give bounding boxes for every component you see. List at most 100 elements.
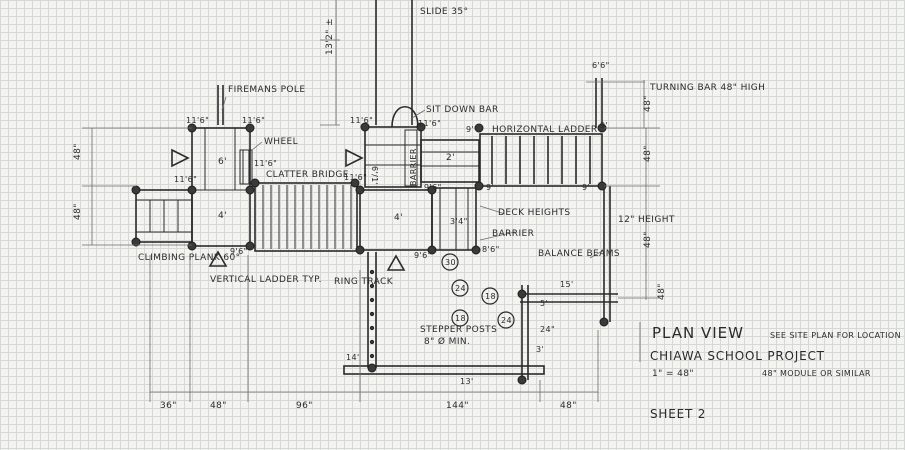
dh-7: 11'6" — [344, 173, 367, 182]
side-dim-right-lowest: 48" — [657, 283, 667, 300]
post — [416, 122, 426, 132]
post — [245, 241, 255, 251]
stepper-4 — [451, 309, 469, 327]
post — [474, 181, 484, 191]
post — [471, 245, 481, 255]
dh-5: 11'6" — [254, 159, 277, 168]
dh-18: 3' — [536, 345, 544, 354]
title-sheet: SHEET 2 — [650, 407, 706, 421]
post — [427, 185, 437, 195]
post — [427, 245, 437, 255]
deck-d: 2' — [446, 153, 455, 163]
label-slide: SLIDE 35° — [420, 7, 468, 17]
deck-a: 6' — [218, 157, 227, 167]
dh-3: 11'6" — [350, 116, 373, 125]
post — [355, 185, 365, 195]
post — [245, 185, 255, 195]
label-stepper-posts: STEPPER POSTS — [420, 325, 497, 335]
post — [367, 363, 377, 373]
turning-bar — [595, 78, 603, 128]
label-vertical-ladder: VERTICAL LADDER TYP. — [210, 275, 322, 285]
post — [187, 241, 197, 251]
stepper-posts — [441, 253, 515, 329]
dh-10: 9'6" — [424, 183, 442, 192]
title-project: CHIAWA SCHOOL PROJECT — [650, 349, 825, 363]
label-firemans-line: FIREMANS POLE — [228, 85, 305, 95]
side-dim-left-top: 48" — [73, 143, 83, 160]
stepper-label-4: 18 — [455, 314, 466, 323]
title-plan-view: PLAN VIEW — [652, 324, 744, 342]
side-dim-right-mid: 48" — [643, 145, 653, 162]
label-barrier: BARRIER — [492, 229, 534, 239]
dh-9: 9'6" — [414, 251, 432, 260]
dh-2: 11'6" — [242, 116, 265, 125]
ring-dot — [369, 353, 375, 359]
label-12-height: 12" HEIGHT — [618, 215, 675, 225]
dh-13: 9' — [600, 121, 608, 130]
label-clatter-bridge: CLATTER BRIDGE — [266, 170, 349, 180]
post — [517, 375, 527, 385]
side-dim-right-top: 48" — [643, 95, 653, 112]
deck-e: 3'4" — [450, 217, 468, 226]
deck-b: 4' — [218, 211, 227, 221]
post — [350, 178, 360, 188]
stepper-2 — [451, 279, 469, 297]
sit-down-bar — [391, 106, 419, 128]
right-deck — [420, 139, 480, 251]
dh-6: 11'6" — [174, 175, 197, 184]
ring-dot — [369, 283, 375, 289]
slide — [320, 0, 413, 126]
side-dim-right-bottom: 48" — [643, 231, 653, 248]
post — [599, 317, 609, 327]
horizontal-ladder — [479, 133, 603, 187]
dh-4: 11'6" — [418, 119, 441, 128]
bottom-dim-1: 36" — [160, 401, 177, 411]
entry-markers — [171, 148, 406, 271]
bottom-dim-3: 96" — [296, 401, 313, 411]
post — [187, 185, 197, 195]
title-module: 48" MODULE OR SIMILAR — [762, 369, 871, 378]
stepper-3 — [481, 287, 499, 305]
post — [250, 178, 260, 188]
label-wheel: WHEEL — [264, 137, 298, 147]
post — [131, 185, 141, 195]
ring-dot — [369, 311, 375, 317]
stepper-label-2: 24 — [455, 284, 466, 293]
title-note: SEE SITE PLAN FOR LOCATION — [770, 331, 901, 340]
climbing-plank — [135, 189, 193, 243]
post — [360, 122, 370, 132]
dh-15: 9' — [582, 183, 590, 192]
wheel — [239, 141, 263, 185]
post — [517, 289, 527, 299]
stepper-label-5: 24 — [501, 316, 512, 325]
bottom-dim-5: 48" — [560, 401, 577, 411]
post — [355, 245, 365, 255]
clatter-bridge — [254, 182, 358, 252]
ring-dot — [369, 325, 375, 331]
label-ring-track: RING TRACK — [334, 277, 394, 287]
ring-dot — [369, 297, 375, 303]
post — [245, 123, 255, 133]
dh-21: 15' — [560, 280, 574, 289]
dh-8: 9'6" — [230, 247, 248, 256]
label-barrier-vertical: BARRIER — [409, 148, 418, 186]
dh-19: 14' — [346, 353, 360, 362]
title-block: PLAN VIEW SEE SITE PLAN FOR LOCATION CHI… — [639, 322, 901, 421]
balance-beams — [520, 186, 618, 380]
stepper-label-1: 30 — [445, 258, 456, 267]
posts — [131, 122, 609, 385]
label-balance-beams: BALANCE BEAMS — [538, 249, 620, 259]
left-tower-deck — [191, 127, 251, 247]
ring-dot — [369, 339, 375, 345]
deck-c: 4' — [394, 213, 403, 223]
dh-11: 8'6" — [482, 245, 500, 254]
bottom-beam — [343, 365, 545, 375]
dh-1: 11'6" — [186, 116, 209, 125]
firemans-pole — [217, 85, 224, 125]
side-dim-left-bottom: 48" — [73, 203, 83, 220]
post — [131, 237, 141, 247]
dh-16: 6'6" — [592, 61, 610, 70]
stepper-label-3: 18 — [485, 292, 496, 301]
